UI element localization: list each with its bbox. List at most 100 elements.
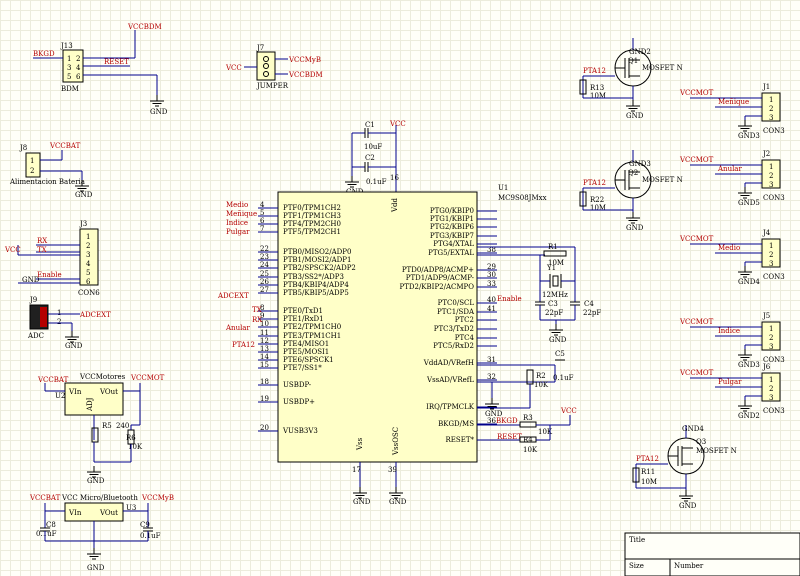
q1-res-ref: R13 <box>590 84 604 92</box>
u1-left-pin-name: PTF4/TPM2CH0 <box>283 220 341 228</box>
u1-left-pin-name: PTB3/SS2*/ADP3 <box>283 273 344 281</box>
net-vcc-c1: VCC <box>389 120 406 128</box>
j3-pin-1: 1 <box>86 233 90 241</box>
gnd-j13: GND <box>150 108 168 116</box>
q3-ref: Q3 <box>696 438 706 446</box>
gnd-u2: GND <box>87 477 105 485</box>
u2-part: ADJ <box>86 397 94 412</box>
motor-pin: 1 <box>769 96 773 104</box>
u1-right-pin-name: PTG3/KBIP7 <box>430 232 474 240</box>
motor-connectors: J1123CON3VCCMOTMeñiqueGND3J2123CON3VCCMO… <box>679 83 785 420</box>
gnd-q1: GND <box>626 112 644 120</box>
u1-right-pin-num: 31 <box>487 356 496 364</box>
u1-right-pin-num: 32 <box>487 373 496 381</box>
j13-pin-6: 6 <box>76 73 81 81</box>
regulator-u2: VCCMotores VCCBAT VCCMOT VIn VOut U2 ADJ… <box>37 373 165 485</box>
u1-right-pin-name: PTC1/SDA <box>437 308 475 316</box>
net-vccmot-j6: VCCMOT <box>679 369 714 377</box>
u1-pin-vss: Vss <box>356 437 364 451</box>
u1-right-pins: PTG0/KBIP0PTG1/KBIP1PTG2/KBIP6PTG3/KBIP7… <box>400 207 497 444</box>
q1-gate-net: PTA12 <box>583 67 606 75</box>
u1-left-pin-name: USBDP+ <box>283 398 315 406</box>
q1-res-val: 10M <box>590 92 606 100</box>
u1-left-pin-name: PTE4/MISO1 <box>283 340 329 348</box>
u1-right-pin-name: PTG0/KBIP0 <box>430 207 474 215</box>
j7-body <box>256 51 276 81</box>
j3-ref: J3 <box>79 220 87 228</box>
c8-ref: C8 <box>46 521 56 529</box>
motor-label: CON3 <box>763 194 785 202</box>
gnd-vssosc: GND <box>389 498 407 506</box>
u1-left-pin-name: PTE2/TPM1CH0 <box>283 323 341 331</box>
number-label: Number <box>674 562 704 570</box>
u1-right-pin-num: 29 <box>487 263 496 271</box>
motor-pin: 1 <box>769 376 773 384</box>
q2-ref: Q2 <box>628 169 638 177</box>
u1-right-pin-name: PTC4 <box>455 334 475 342</box>
motor-ref: J1 <box>762 83 770 91</box>
j13-ref: J13 <box>60 42 73 50</box>
u1-left-pin-name: PTE5/MOSI1 <box>283 348 329 356</box>
c9-val: 0.1uF <box>140 532 161 540</box>
u3-title: VCC Micro/Bluetooth <box>61 494 138 502</box>
y1-val: 12MHz <box>542 291 568 299</box>
motor-gnd: GND4 <box>738 278 760 286</box>
r4-ref: R4 <box>523 436 533 444</box>
net-bkgd-mcu: BKGD <box>496 417 518 425</box>
decoupling-caps: C1 VCC 10uF C2 0.1uF GND 16 <box>344 120 406 196</box>
motor-gnd: GND5 <box>738 199 760 207</box>
u1-left-pin-num: 12 <box>260 337 269 345</box>
net-pta12-mcu: PTA12 <box>232 341 255 349</box>
j8-label: Alimentacion Bateria <box>9 178 85 186</box>
net-medio-mcu: Medio <box>226 201 248 209</box>
u1-right-pin-num: 30 <box>487 271 496 279</box>
net-tx-mcu: TX <box>252 306 262 314</box>
u1-left-pin-num: 4 <box>260 201 265 209</box>
net-rx: RX <box>37 237 47 245</box>
motor-pin: 2 <box>769 172 773 180</box>
motor-ref: J4 <box>762 229 771 237</box>
net-vccmyb-j7: VCCMyB <box>288 56 321 64</box>
u1-right-pin-name: PTD2/KBIP2/ACMPO <box>400 283 475 291</box>
j3-pin-2: 2 <box>86 242 90 250</box>
j3-pin-5: 5 <box>86 269 90 277</box>
u1-left-pin-name: VUSB3V3 <box>282 427 318 435</box>
j3-label: CON6 <box>78 289 100 297</box>
net-indice-mcu: Indice <box>226 219 248 227</box>
u1-left-pin-num: 20 <box>260 424 269 432</box>
u1-left-pin-num: 10 <box>260 320 269 328</box>
u3-vout: VOut <box>99 509 118 517</box>
j8-pin-2: 2 <box>30 167 34 175</box>
motor-pin: 3 <box>769 114 773 122</box>
net-adcext-mcu: ADCEXT <box>217 292 249 300</box>
gnd-j8: GND <box>75 191 93 199</box>
net-vccmot-j5: VCCMOT <box>679 318 714 326</box>
u1-left-pin-name: PTE6/SPSCK1 <box>283 356 334 364</box>
u1-left-pins: PTF0/TPM1CH24PTF1/TPM1CH35PTF4/TPM2CH06P… <box>258 201 356 435</box>
motor-pin: 3 <box>769 394 773 402</box>
q2-res-ref: R22 <box>590 196 604 204</box>
u1-left-pin-name: PTF1/TPM1CH3 <box>283 212 341 220</box>
r1-ref: R1 <box>548 243 558 251</box>
net-enable-mcu: Enable <box>497 295 522 303</box>
motor-finger: Pulgar <box>718 378 742 386</box>
gnd-u3: GND <box>87 564 105 572</box>
c5-val: 0.1uF <box>553 374 574 382</box>
motor-ref: J5 <box>762 312 770 320</box>
net-vccmot-j4: VCCMOT <box>679 235 714 243</box>
c9-ref: C9 <box>140 521 150 529</box>
u1-left-pin-name: PTE0/TxD1 <box>283 307 323 315</box>
net-vcc-j3: VCC <box>4 246 21 254</box>
u1-left-pin-num: 19 <box>260 395 269 403</box>
u1-body <box>277 191 478 463</box>
q1-gnd-label: GND2 <box>629 48 651 56</box>
c2-ref: C2 <box>365 154 375 162</box>
j13-pin-5: 5 <box>67 73 71 81</box>
u1-right-pin-name: VssAD/VRefL <box>426 376 474 384</box>
r2-ref: R2 <box>536 372 546 380</box>
motor-pin: 2 <box>769 105 773 113</box>
c4-val: 22pF <box>583 309 601 317</box>
